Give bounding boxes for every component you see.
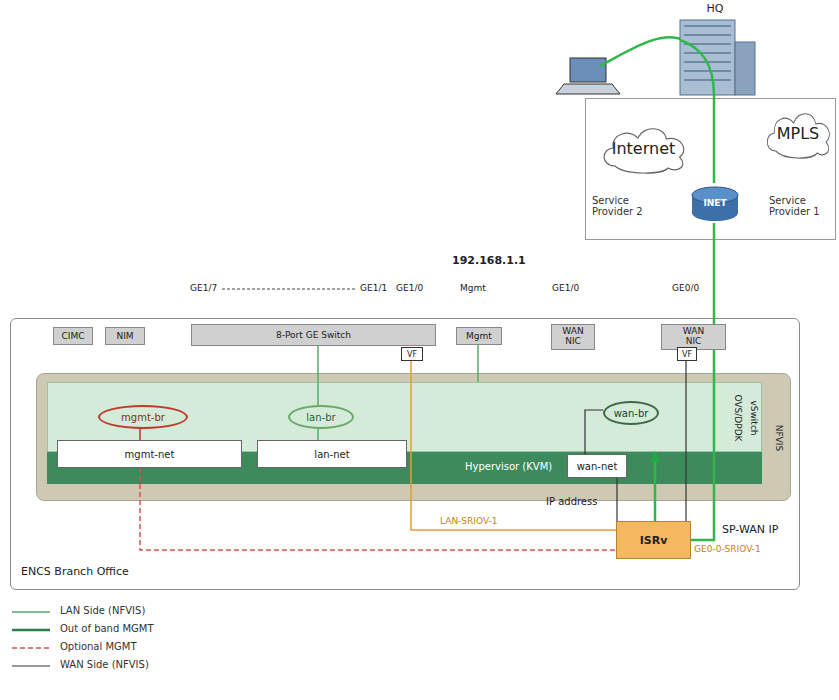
- connector: [140, 468, 616, 550]
- provider-region: Service Provider 2 Service Provider 1 Inte…: [585, 98, 836, 240]
- node-label: VF: [407, 350, 417, 359]
- node-label: mgmt-net: [125, 449, 175, 460]
- legend-sample: [12, 666, 50, 667]
- node-label: NIM: [116, 331, 133, 341]
- internet-cloud: Internet: [596, 121, 691, 176]
- ip-label: 192.168.1.1: [452, 254, 526, 267]
- node-label: 8-Port GE Switch: [276, 330, 351, 340]
- node-label: wan-br: [614, 408, 649, 419]
- node-label: Service Provider 1: [769, 195, 831, 217]
- bridge-ellipse: mgmt-br: [98, 405, 188, 429]
- laptop-screen: [570, 58, 606, 82]
- legend-text: Out of band MGMT: [60, 623, 154, 634]
- vf-box: VF: [677, 347, 697, 361]
- connector: [713, 223, 716, 324]
- legend-text: WAN Side (NFVIS): [60, 659, 149, 670]
- port-box: Mgmt: [456, 327, 502, 345]
- node-label: lan-net: [314, 449, 349, 460]
- node-label: OVS/DPDK: [733, 394, 743, 441]
- laptop-base: [556, 84, 620, 94]
- connector: [317, 346, 319, 405]
- network-box: wan-net: [567, 454, 627, 478]
- node-label: Mgmt: [466, 331, 492, 341]
- port-box: NIM: [105, 327, 145, 345]
- annotation: SP-WAN IP: [722, 523, 778, 536]
- port-label: Mgmt: [460, 283, 486, 293]
- node-label: Hypervisor (KVM): [465, 461, 552, 472]
- annotation: IP address: [546, 496, 597, 507]
- switch-box: 8-Port GE Switch: [191, 324, 436, 346]
- node-label: ISRv: [640, 534, 668, 547]
- connector: [411, 361, 616, 530]
- port-label: GE1/1: [360, 283, 387, 293]
- node-label: Service Provider 2: [592, 195, 658, 217]
- legend-sample: [12, 629, 50, 632]
- annotation: GE0-0-SRIOV-1: [694, 544, 761, 554]
- legend-text: LAN Side (NFVIS): [60, 605, 145, 616]
- port-label: GE1/7: [190, 283, 217, 293]
- bld-shape: [650, 2, 780, 95]
- vm-box: ISRv: [616, 521, 691, 559]
- connector: [685, 361, 686, 521]
- network-box: mgmt-net: [57, 440, 242, 468]
- node-label: vSwitch: [749, 400, 759, 435]
- network-box: lan-net: [257, 440, 407, 468]
- router-icon: INET: [690, 183, 740, 223]
- node-label: WAN NIC: [679, 327, 709, 347]
- mpls-cloud: MPLS: [761, 106, 835, 161]
- connector: [654, 452, 657, 521]
- node-label: mgmt-br: [121, 412, 165, 423]
- edge-label: LAN-SRIOV-1: [438, 516, 500, 526]
- connector: [477, 345, 479, 382]
- bridge-ellipse: lan-br: [288, 405, 354, 429]
- connector: [691, 350, 714, 540]
- vf-box: VF: [401, 347, 423, 361]
- node-label: VF: [682, 350, 692, 359]
- node-label: WAN NIC: [558, 327, 588, 347]
- bridge-ellipse: wan-br: [603, 401, 659, 425]
- encs-chassis: ENCS Branch Office CIMC NIM 8-Port GE Switc…: [10, 318, 800, 590]
- port-label: GE1/0: [552, 283, 579, 293]
- connector: [616, 478, 617, 521]
- node-label: HQ: [650, 2, 780, 15]
- node-label: wan-net: [577, 461, 618, 472]
- port-box: CIMC: [53, 327, 93, 345]
- node-label: ENCS Branch Office: [21, 565, 129, 578]
- nic-box: WAN NIC: [661, 324, 726, 350]
- connector: [317, 429, 319, 440]
- node-label: CIMC: [62, 331, 85, 341]
- port-label: GE0/0: [672, 283, 699, 293]
- node-label: MPLS: [777, 124, 820, 143]
- node-label: lan-br: [306, 412, 335, 423]
- nic-box: WAN NIC: [551, 324, 595, 350]
- connector: [139, 429, 141, 440]
- traffic-path: [600, 37, 684, 66]
- hq-building: HQ: [650, 2, 780, 95]
- connector: [585, 410, 603, 454]
- legend-sample: [12, 611, 50, 613]
- node-label: NFVIS: [774, 425, 784, 451]
- node-label: INET: [703, 198, 726, 208]
- legend-sample: [12, 647, 50, 649]
- legend-text: Optional MGMT: [60, 641, 137, 652]
- connector: [713, 95, 716, 183]
- nfvis-band: NFVIS vSwitch OVS/DPDK mgmt-br lan-br wan-brH…: [36, 373, 791, 501]
- port-label: GE1/0: [396, 283, 423, 293]
- port-range-dash: [222, 289, 356, 290]
- node-label: Internet: [612, 139, 676, 158]
